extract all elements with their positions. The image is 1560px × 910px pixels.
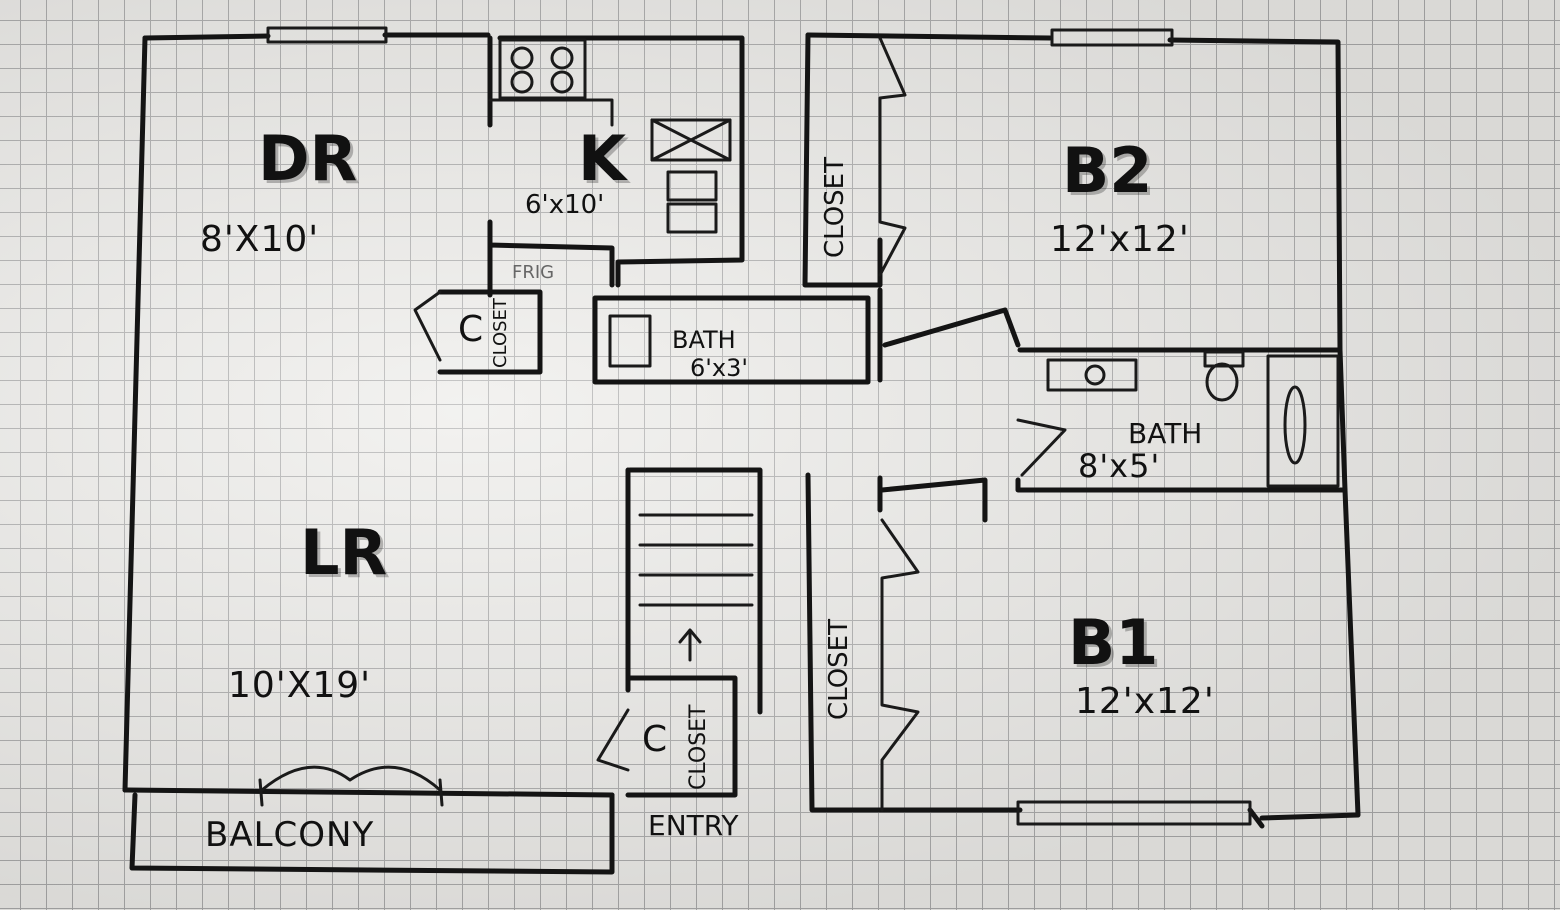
kitchen-counter	[488, 98, 614, 127]
wall-west-b2	[802, 32, 883, 288]
window-dr	[266, 26, 388, 44]
room-b2-dims: 12'x12'	[1050, 219, 1190, 260]
room-k-name: K	[578, 122, 627, 195]
closet-lr-label: CLOSET	[490, 298, 511, 368]
closet-entry-mark: C	[642, 719, 669, 760]
bath-small-dims: 6'x3'	[690, 354, 748, 382]
window-b1	[1016, 800, 1252, 826]
balcony-outline	[129, 792, 615, 875]
closet-b1-doors	[880, 518, 920, 812]
window-b2	[1050, 28, 1174, 47]
wall-south-lr	[122, 787, 615, 798]
tub	[1266, 354, 1340, 488]
bath-large-door	[1016, 418, 1067, 477]
sink	[666, 170, 718, 202]
wall-fridge	[487, 219, 615, 298]
closet-lr-mark: C	[458, 309, 485, 350]
wall-kitchen-north	[487, 35, 745, 288]
closet-lr	[437, 289, 543, 375]
closet-b2-doors	[878, 36, 907, 277]
balcony-label: BALCONY	[205, 815, 375, 855]
wall-bath-small	[592, 295, 871, 385]
bath-large-sink	[1046, 358, 1138, 392]
wall-north-dr	[142, 32, 491, 41]
room-dr-dims: 8'X10'	[200, 219, 320, 260]
wall-hall	[877, 287, 1021, 383]
entry-label: ENTRY	[648, 809, 739, 842]
bath-small-name: BATH	[672, 326, 736, 354]
frig-label: FRIG	[512, 262, 555, 283]
wall-west	[122, 35, 148, 793]
stairs	[625, 467, 763, 715]
closet-b2-label: CLOSET	[820, 157, 850, 258]
room-k-dims: 6'x10'	[525, 190, 605, 220]
bath-large-dims: 8'x5'	[1078, 447, 1161, 485]
stove	[498, 38, 587, 100]
wall-north-b2	[805, 32, 1343, 353]
balcony-door	[258, 765, 444, 807]
bath-large-name: BATH	[1128, 417, 1203, 450]
closet-entry	[625, 675, 738, 798]
closet-entry-label: CLOSET	[686, 704, 711, 790]
room-lr-dims: 10'X19'	[228, 665, 372, 706]
room-b2-name: B2	[1062, 134, 1153, 207]
room-b1-dims: 12'x12'	[1075, 681, 1215, 722]
closet-b1-label: CLOSET	[824, 619, 854, 720]
cabinet	[650, 118, 732, 162]
toilet	[1205, 362, 1239, 402]
wall-b1	[805, 472, 1361, 829]
room-lr-name: LR	[300, 516, 388, 589]
bath-small-sink	[608, 314, 652, 368]
stairs-arrow	[678, 628, 702, 662]
room-dr-name: DR	[258, 122, 358, 195]
room-b1-name: B1	[1068, 606, 1159, 679]
